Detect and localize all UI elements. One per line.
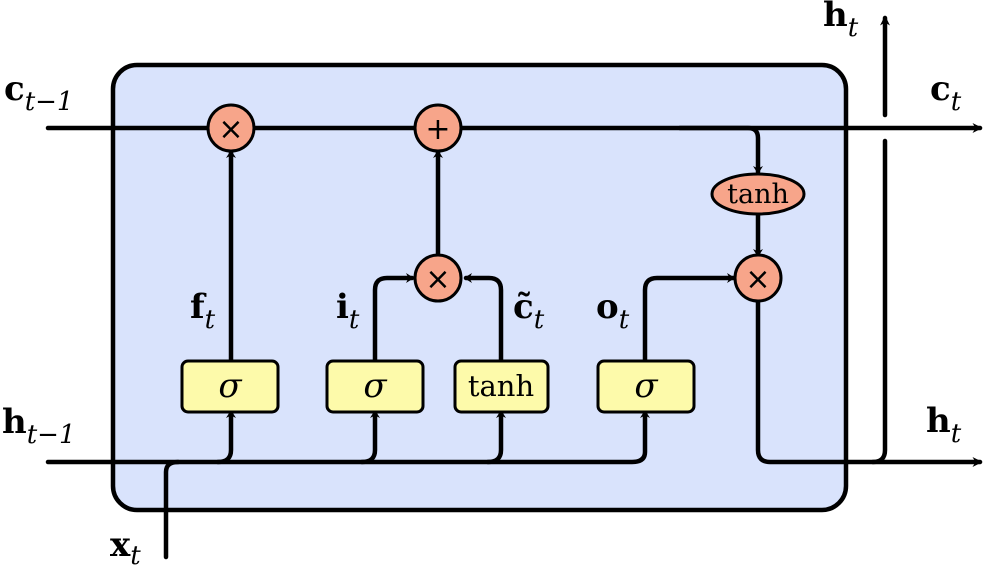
input-multiply-op: × xyxy=(413,253,463,303)
forget-gate-label-base: f xyxy=(190,287,207,327)
input-gate-symbol: σ xyxy=(363,366,387,406)
hidden-out-right-sub: t xyxy=(951,419,962,449)
x-in-base: x xyxy=(110,525,131,565)
forget-multiply-op: × xyxy=(206,103,256,153)
candidate-gate-symbol: tanh xyxy=(468,369,534,403)
hidden-in-sub: t−1 xyxy=(27,420,76,450)
hidden-in-base: h xyxy=(2,402,27,442)
candidate-gate-output-wire xyxy=(463,273,504,364)
hidden-input-bus-wire xyxy=(45,409,650,465)
output-gate-label: ot xyxy=(596,287,630,335)
input-gate: σ xyxy=(325,359,425,414)
hidden-out-top-sub: t xyxy=(848,13,859,43)
add-op: + xyxy=(413,103,463,153)
output-gate: σ xyxy=(596,359,696,414)
hidden-out-top-label: ht xyxy=(823,0,859,43)
x-in-label: xt xyxy=(110,525,141,571)
cell-state-out-sub: t xyxy=(951,87,962,117)
hidden-output-wire xyxy=(755,299,983,467)
forget-gate-input-wire xyxy=(215,409,236,465)
output-multiply-op: × xyxy=(733,253,783,303)
hidden-out-top-base: h xyxy=(823,0,848,35)
cell-state-out-label: ct xyxy=(930,69,962,117)
candidate-gate-input-wire xyxy=(485,409,506,465)
cell-tanh-op: tanh xyxy=(710,172,806,216)
input-gate-label: it xyxy=(336,287,360,335)
hidden-out-right-base: h xyxy=(926,401,951,441)
output-gate-output-wire xyxy=(642,273,736,364)
forget-gate-symbol: σ xyxy=(218,366,242,406)
candidate-label: c̃t xyxy=(513,287,545,335)
output-gate-symbol: σ xyxy=(634,366,658,406)
forget-gate-label-sub: t xyxy=(205,305,216,335)
add-symbol: + xyxy=(425,112,450,147)
output-multiply-symbol: × xyxy=(745,262,770,297)
cell-state-to-tanh-wire xyxy=(677,125,763,175)
forget-gate: σ xyxy=(180,359,280,414)
candidate-gate: tanh xyxy=(453,359,550,414)
cell-state-in-base: c xyxy=(4,69,25,109)
forget-gate-label: ft xyxy=(190,287,216,335)
input-multiply-symbol: × xyxy=(425,262,450,297)
forget-multiply-symbol: × xyxy=(218,112,243,147)
x-input-wire xyxy=(163,459,181,560)
input-gate-input-wire xyxy=(359,409,380,465)
cell-state-in-label: ct−1 xyxy=(4,69,73,117)
candidate-label-base: c̃ xyxy=(513,287,534,327)
hidden-in-label: ht−1 xyxy=(2,402,76,450)
output-gate-label-base: o xyxy=(596,287,619,327)
x-in-sub: t xyxy=(130,541,141,571)
output-gate-label-sub: t xyxy=(619,305,630,335)
input-gate-label-sub: t xyxy=(349,305,360,335)
input-gate-output-wire xyxy=(372,273,415,364)
cell-state-in-sub: t−1 xyxy=(25,87,74,117)
hidden-top-output-wire-lower xyxy=(870,138,888,465)
input-gate-label-base: i xyxy=(336,287,349,327)
hidden-out-right-label: ht xyxy=(926,401,962,449)
cell-tanh-label: tanh xyxy=(727,179,789,210)
candidate-label-sub: t xyxy=(534,305,545,335)
cell-state-out-base: c xyxy=(930,69,951,109)
